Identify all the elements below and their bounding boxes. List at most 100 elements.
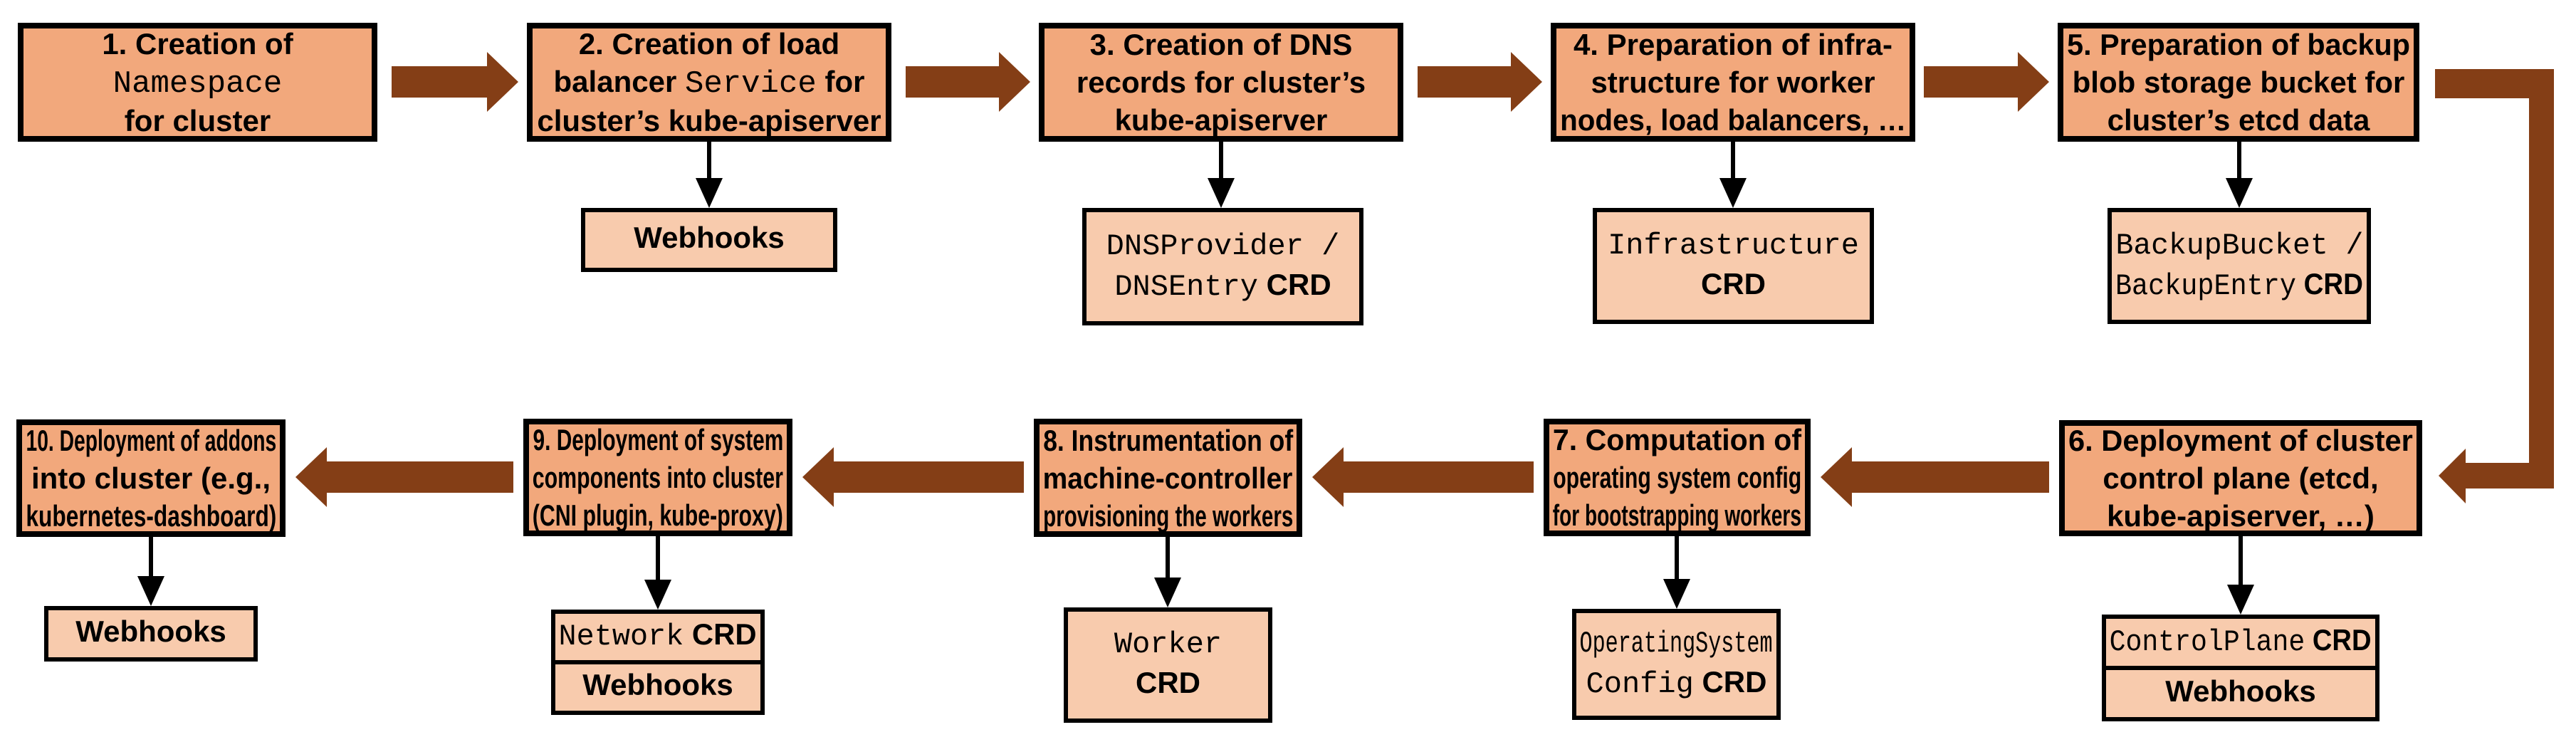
webhooks-box-step-10: Webhooks [44,606,258,662]
step-10-title-line: 10. Deployment of addons [26,422,276,459]
down-arrow-step-6 [2227,536,2254,615]
label-text: for [816,65,865,98]
resource-label-line: Webhooks [582,667,733,708]
label-text: (CNI plugin, kube-proxy) [532,498,784,532]
label-text: machine-controller [1043,461,1293,495]
code-text: BackupBucket / [2115,228,2363,263]
label-text: records for cluster’s [1076,66,1366,99]
label-text: 10. Deployment of addons [26,424,276,457]
resource-label-line: ControlPlane CRD [2110,622,2372,663]
step-2-title-line: balancer Service for [554,63,865,102]
crd-box-step-9: Network CRD Webhooks [551,610,765,715]
down-arrow-head [1663,579,1690,609]
resource-label-line: BackupEntry CRD [2115,266,2363,307]
resource-label-line: BackupBucket / [2115,226,2363,266]
down-arrow-head [2226,178,2253,208]
step-8-title-line: machine-controller [1043,459,1293,497]
flow-arrow-step4-to-step5 [1924,52,2049,112]
flow-arrow-step2-to-step3 [906,52,1030,112]
resource-label-line: DNSEntry CRD [1114,267,1331,308]
code-text: DNSProvider / [1106,229,1340,263]
label-text: blob storage bucket for [2072,66,2405,99]
down-arrow-head [1154,578,1181,607]
label-text: into cluster (e.g., [31,461,271,495]
step-9-title-line: 9. Deployment of system [533,421,783,459]
label-text: 9. Deployment of system [533,423,783,456]
step-1-title-line: for cluster [125,102,271,140]
webhooks-cell: Webhooks [48,610,253,657]
step-3-title-line: kube-apiserver [1115,101,1328,139]
label-text: CRD [1136,666,1200,699]
crd-box-step-5: BackupBucket /BackupEntry CRD [2108,208,2371,324]
label-text: cluster’s kube-apiserver [537,104,881,137]
down-arrow-step-8 [1154,537,1181,607]
label-text: operating system config [1552,461,1802,494]
down-arrow-step-5 [2226,142,2253,208]
label-text: CRD [1257,267,1331,301]
code-text: DNSEntry [1114,269,1258,304]
label-text: 5. Preparation of backup [2067,28,2410,61]
flow-arrow-step1-to-step2 [392,52,518,112]
resource-label-line: Worker [1114,625,1222,665]
flow-arrow-step9-to-step10 [295,447,513,507]
code-text: Config [1586,667,1694,701]
label-text: 4. Preparation of infra- [1573,28,1893,61]
step-5-title-line: blob storage bucket for [2073,63,2405,101]
flow-arrow-step8-to-step9 [802,447,1024,507]
label-text: provisioning the workers [1042,498,1294,533]
step-4-title-line: structure for worker [1591,63,1875,101]
flow-arrow-step3-to-step4 [1418,52,1542,112]
step-1-title-line: Namespace [113,63,283,102]
label-text: CRD [2295,266,2364,301]
code-text: Network [558,620,684,654]
label-text: CRD [1701,266,1766,301]
flow-arrow-step5-to-step6-elbow [2435,69,2554,503]
step-box-10: 10. Deployment of addons into cluster (e.… [16,419,286,537]
label-text: 8. Instrumentation of [1043,423,1293,457]
crd-cell: BackupBucket /BackupEntry CRD [2112,212,2367,320]
step-7-title-line: operating system config [1553,459,1801,496]
label-text: 2. Creation of load [578,27,840,61]
code-text: Infrastructure [1608,228,1859,263]
down-arrow-head [2227,585,2254,615]
label-text: structure for worker [1591,66,1875,99]
step-10-title-line: into cluster (e.g., [31,459,271,497]
label-text: kube-apiserver [1114,103,1328,137]
step-5-title-line: cluster’s etcd data [2108,101,2370,139]
step-7-title-line: 7. Computation of [1553,421,1801,459]
label-text: Webhooks [582,668,733,701]
label-text: 6. Deployment of cluster [2068,424,2413,457]
step-1-title-line: 1. Creation of [102,25,293,63]
down-arrow-step-10 [137,537,164,606]
resource-label-line: DNSProvider / [1106,226,1340,267]
step-8-title-line: provisioning the workers [1043,497,1293,535]
crd-cell: Network CRD [555,614,760,660]
step-4-title-line: 4. Preparation of infra- [1574,26,1892,63]
label-text: CRD [684,617,757,651]
label-text: kubernetes-dashboard) [26,499,276,533]
resource-label-line: Webhooks [634,220,785,261]
step-box-6: 6. Deployment of cluster control plane (e… [2059,420,2422,536]
step-6-title-line: kube-apiserver, …) [2107,497,2375,535]
label-text: for bootstrapping workers [1552,498,1802,532]
down-arrow-head [1719,178,1747,208]
label-text: Webhooks [634,220,785,254]
step-9-title-line: components into cluster [533,459,783,496]
flow-arrow-step7-to-step8 [1312,447,1534,507]
code-text: Worker [1114,627,1222,662]
down-arrow-head [137,576,164,606]
webhooks-cell: Webhooks [2106,666,2375,717]
resource-label-line: CRD [1701,266,1766,307]
label-text: balancer [553,65,685,98]
label-text: control plane (etcd, [2103,461,2379,495]
step-10-title-line: kubernetes-dashboard) [26,497,276,535]
flow-arrow-step6-to-step7 [1821,447,2049,507]
step-7-title-line: for bootstrapping workers [1553,496,1801,534]
